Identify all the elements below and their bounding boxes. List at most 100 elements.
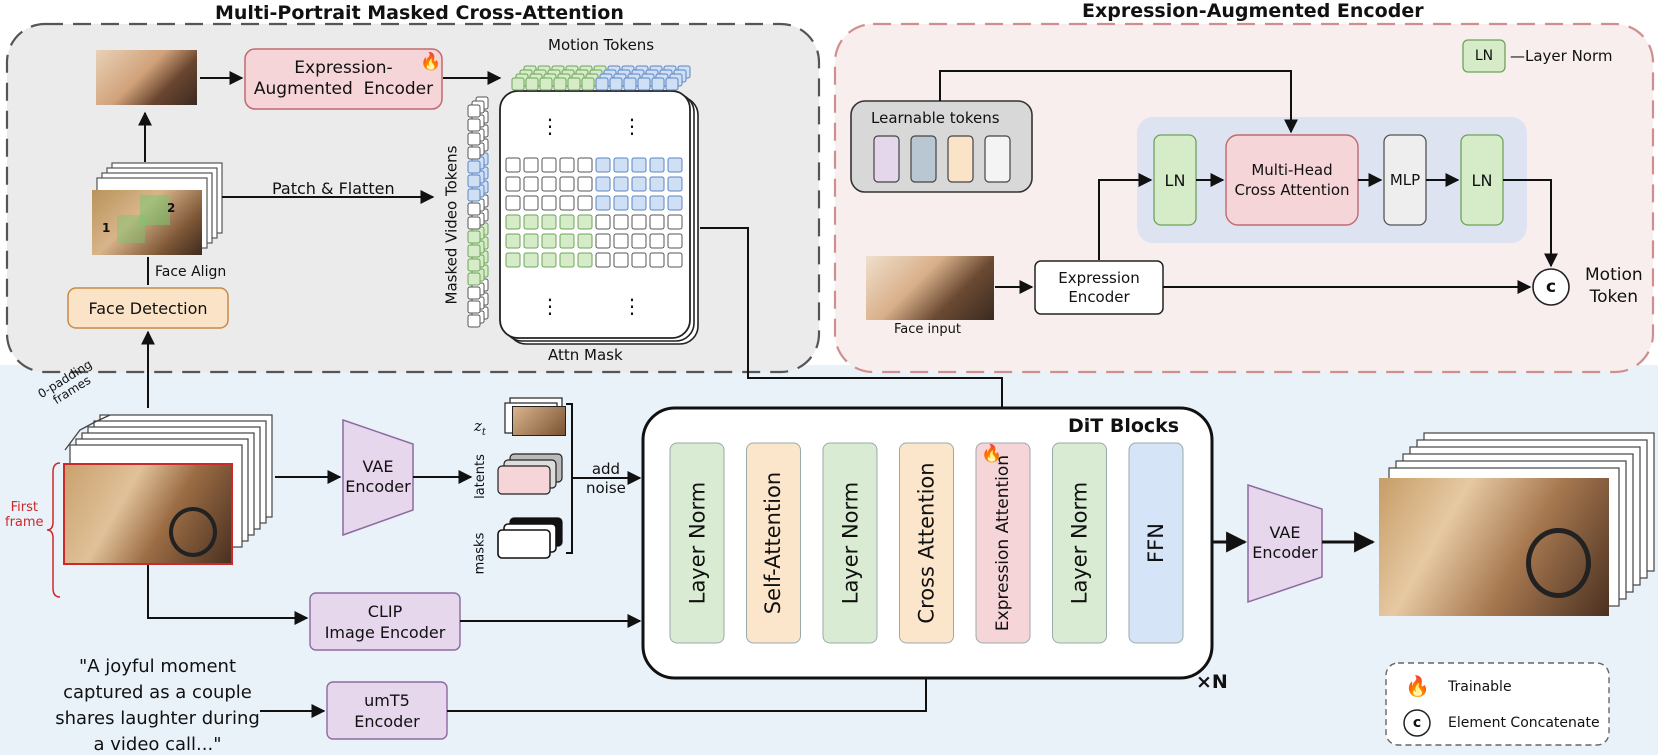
video-token [467,244,481,258]
mask-cell [523,214,539,230]
video-token [467,174,481,188]
ellipsis-top-right: ⋮ [622,114,642,138]
mask-cell [631,252,647,268]
add-noise-label: add noise [586,460,626,497]
masked-video-tokens-label: Masked Video Tokens [442,145,460,305]
motion-token [581,77,595,91]
latents-stack [497,453,563,495]
expression-fire-icon: 🔥 [981,444,1003,464]
video-token [467,132,481,146]
attn-mask-label: Attn Mask [548,346,623,364]
mask-cell [631,233,647,249]
fire-icon: 🔥 [420,52,442,72]
mask-cell [631,157,647,173]
zt-label: zt [474,417,486,438]
legend-ln-box [1462,39,1506,73]
dit-block-label-5: Layer Norm [1067,481,1092,605]
video-token [467,230,481,244]
mask-cell [649,195,665,211]
legend-layer-norm: —Layer Norm [1510,47,1613,65]
mask-cell [559,195,575,211]
mask-cell [667,252,683,268]
mask-cell [595,157,611,173]
mask-cell [613,157,629,173]
dit-block-label-4: Expression Attention [993,454,1013,632]
video-token [467,286,481,300]
video-token [467,258,481,272]
mask-cell [595,214,611,230]
mask-cell [523,157,539,173]
mask-cell [523,252,539,268]
video-token [467,272,481,286]
mask-cell [541,252,557,268]
face-thumbnail-top [96,50,197,105]
text-prompt: "A joyful moment captured as a couple sh… [55,656,260,755]
motion-token [651,77,665,91]
clip-label: CLIP Image Encoder [324,601,446,642]
mask-cell [649,233,665,249]
expression-encoder-label: Expression Encoder [1058,268,1140,306]
dit-block-label-6: FFN [1144,523,1168,563]
mask-cell [613,214,629,230]
attn-mask-card [499,90,691,339]
face-detection-label: Face Detection [88,298,208,318]
mask-cell [667,214,683,230]
output-frame-photo [1379,478,1609,616]
legend-ln-label: LN [1474,48,1494,64]
mask-cell [541,233,557,249]
legend-concat: Element Concatenate [1448,715,1600,731]
patch-flatten-label: Patch & Flatten [272,179,395,198]
mask-cell [667,233,683,249]
video-token [467,104,481,118]
mask-cell [649,176,665,192]
mask-cell [649,252,665,268]
vae-encoder-in [342,418,414,537]
mask-cell [595,195,611,211]
mask-cell [523,176,539,192]
video-token [467,216,481,230]
mask-cell [559,252,575,268]
dit-block-columns [669,442,1184,644]
expr-encoder-box [244,48,443,110]
motion-token [567,77,581,91]
mask-cell [523,195,539,211]
first-frame-photo [63,463,233,565]
ellipsis-bottom-left: ⋮ [540,294,560,318]
mask-cell [667,176,683,192]
latents-label: latents [472,453,488,499]
aligned-face-photo [92,190,202,255]
concat-symbol: c [1545,277,1557,297]
legend-concat-circle [1403,709,1431,737]
mask-cell [523,233,539,249]
motion-token [623,77,637,91]
mask-cell [559,214,575,230]
mask-cell [613,176,629,192]
concat-circle [1532,268,1570,306]
dit-blocks-title: DiT Blocks [1068,415,1180,437]
dit-block-3 [899,442,954,644]
left-panel-title: Multi-Portrait Masked Cross-Attention [215,2,624,24]
face-input-photo [866,256,994,320]
mask-cell [505,252,521,268]
motion-tokens-label: Motion Tokens [548,36,655,54]
mask-cell [559,233,575,249]
motion-token [595,77,609,91]
vae-encoder-in-label: VAE Encoder [345,457,411,496]
motion-token-label: Motion Token [1585,265,1643,307]
mask-cell [577,233,593,249]
motion-token [637,77,651,91]
mask-cell [613,195,629,211]
dit-block-0 [669,442,725,644]
mask-cell [631,176,647,192]
video-token [467,160,481,174]
mask-cell [613,233,629,249]
ellipsis-bottom-right: ⋮ [622,294,642,318]
dit-block-label-1: Self-Attention [761,471,786,615]
mask-cell [577,176,593,192]
mask-cell [667,157,683,173]
video-token [467,202,481,216]
mask-cell [631,195,647,211]
face-align-label: Face Align [155,264,227,280]
video-token [467,314,481,328]
